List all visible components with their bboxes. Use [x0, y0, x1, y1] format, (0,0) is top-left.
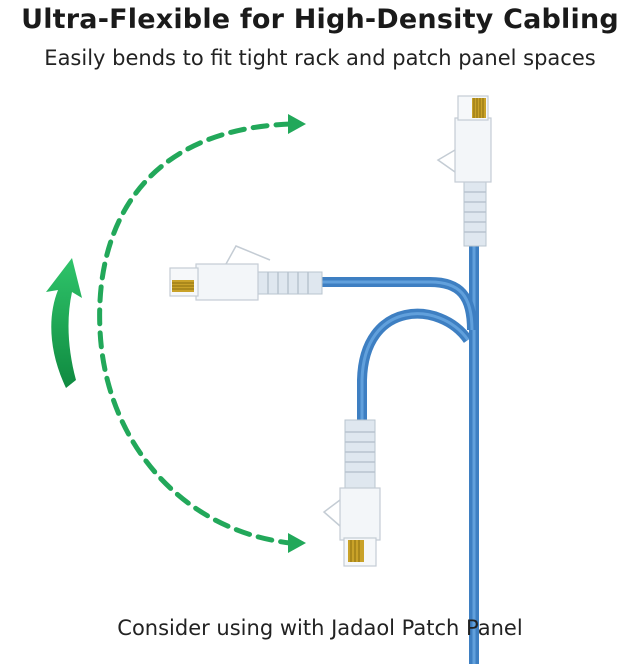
arc-top-arrowhead-icon [288, 114, 306, 134]
top-rj45-connector [436, 95, 492, 247]
headline: Ultra-Flexible for High-Density Cabling [21, 4, 619, 35]
subheadline: Easily bends to fit tight rack and patch… [44, 46, 596, 70]
bend-direction-arrow-icon [46, 258, 82, 388]
bend-range-dashed-arc [97, 114, 306, 553]
horizontal-bent-cable [318, 277, 477, 331]
arc-bottom-arrowhead-icon [288, 533, 306, 553]
u-bent-cable [357, 308, 473, 430]
left-rj45-connector [169, 245, 323, 301]
bottom-rj45-connector [322, 419, 381, 567]
footer-caption: Consider using with Jadaol Patch Panel [117, 616, 523, 640]
